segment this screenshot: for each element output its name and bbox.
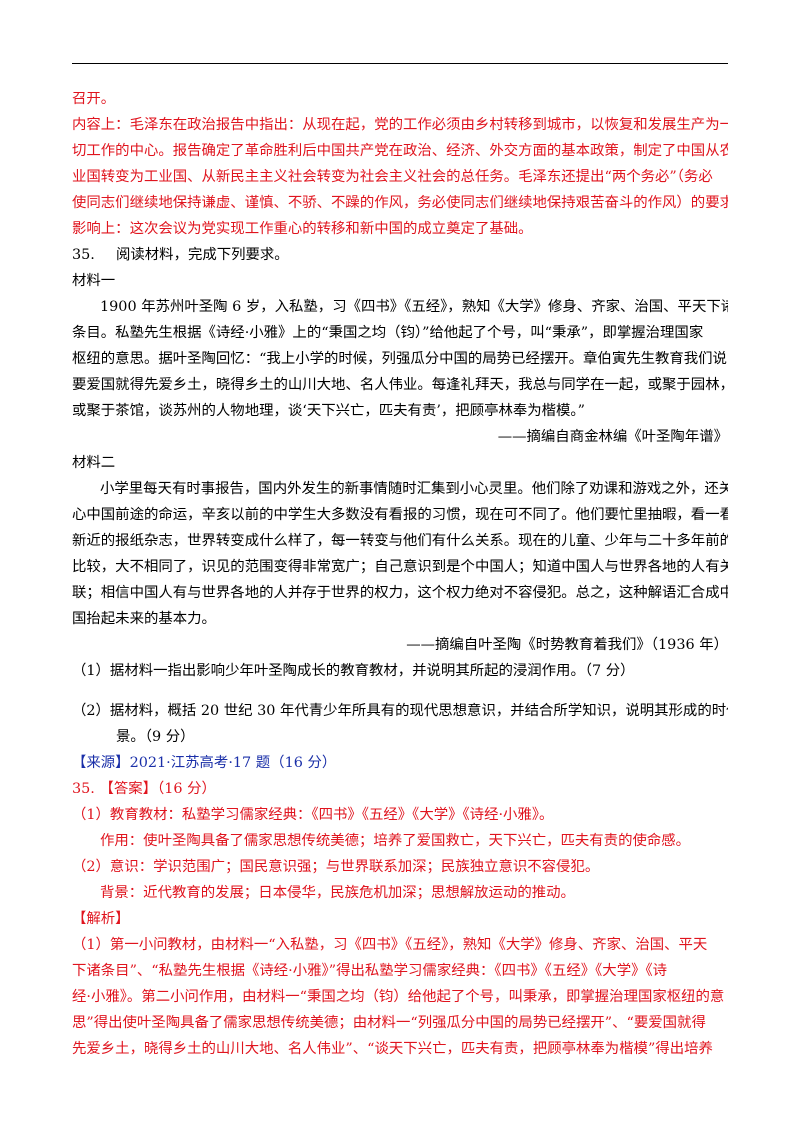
- header-rule: [72, 63, 728, 64]
- material2-line: 小学里每天有时事报告，国内外发生的新事情随时汇集到小心灵里。他们除了劝课和游戏之…: [100, 481, 728, 497]
- material1-line: 枢纽的意思。据叶圣陶回忆：“我上小学的时候，列强瓜分中国的局势已经摆开。章伯寅先…: [72, 351, 728, 367]
- material2-source: ——摘编自叶圣陶《时势教育着我们》（1936 年）: [406, 637, 728, 653]
- text-line: 内容上：毛泽东在政治报告中指出：从现在起，党的工作必须由乡村转移到城市，以恢复和…: [72, 117, 728, 133]
- text-line: 切工作的中心。报告确定了革命胜利后中国共产党在政治、经济、外交方面的基本政策，制…: [72, 143, 728, 159]
- question-number: 35.: [72, 247, 95, 263]
- previous-answer-block: 召开。 内容上：毛泽东在政治报告中指出：从现在起，党的工作必须由乡村转移到城市，…: [72, 86, 728, 242]
- analysis-line: 经·小雅》。第二小问作用，由材料一“秉国之均（钧）给他起了个号，叫秉承，即掌握治…: [72, 989, 725, 1005]
- analysis-header: 【解析】: [72, 911, 130, 927]
- question-stem: 35. 阅读材料，完成下列要求。: [72, 242, 728, 268]
- material1-source: ——摘编自商金林编《叶圣陶年谱》: [497, 429, 728, 445]
- source-line: 【来源】2021·江苏高考·17 题（16 分）: [72, 755, 337, 771]
- sub-question-2-cont: 景。（9 分）: [116, 729, 195, 745]
- material1-line: 条目。私塾先生根据《诗经·小雅》上的“秉国之均（钧）”给他起了个号，叫“秉承”，…: [72, 325, 704, 341]
- material1-line: 1900 年苏州叶圣陶 6 岁，入私塾，习《四书》《五经》，熟知《大学》修身、齐…: [100, 299, 728, 315]
- analysis-line: （1）第一小问教材，由材料一“入私塾，习《四书》《五经》，熟知《大学》修身、齐家…: [72, 937, 708, 953]
- material1-label: 材料一: [72, 273, 116, 289]
- material2-line: 心中国前途的命运，辛亥以前的中学生大多数没有看报的习惯，现在可不同了。他们要忙里…: [72, 507, 728, 523]
- analysis-block: 【解析】 （1）第一小问教材，由材料一“入私塾，习《四书》《五经》，熟知《大学》…: [72, 906, 728, 1062]
- material2-line: 比较，大不相同了，识见的范围变得非常宽广；自己意识到是个中国人；知道中国人与世界…: [72, 559, 728, 575]
- sub-question-1: （1）据材料一指出影响少年叶圣陶成长的教育教材，并说明其所起的浸润作用。（7 分…: [72, 663, 635, 679]
- text-line: 使同志们继续地保持谦虚、谨慎、不骄、不躁的作风，务必使同志们继续地保持艰苦奋斗的…: [72, 195, 728, 211]
- answer-block: 35. 【答案】（16 分） （1）教育教材：私塾学习儒家经典：《四书》《五经》…: [72, 776, 728, 906]
- analysis-line: 先爱乡土，晓得乡土的山川大地、名人伟业”、“谈天下兴亡，匹夫有责，把顾亭林奉为楷…: [72, 1041, 713, 1057]
- answer-line: （1）教育教材：私塾学习儒家经典：《四书》《五经》《大学》《诗经·小雅》。: [72, 807, 554, 823]
- analysis-line: 下诸条目”、“私塾先生根据《诗经·小雅》”得出私塾学习儒家经典：《四书》《五经》…: [72, 963, 668, 979]
- material2-line: 联；相信中国人有与世界各地的人并存于世界的权力，这个权力绝对不容侵犯。总之，这种…: [72, 585, 728, 601]
- document-page: 召开。 内容上：毛泽东在政治报告中指出：从现在起，党的工作必须由乡村转移到城市，…: [72, 86, 728, 1062]
- material1-line: 或聚于茶馆，谈苏州的人物地理，谈‘天下兴亡，匹夫有责’，把顾亭林奉为楷模。”: [72, 403, 585, 419]
- material2-line: 新近的报纸杂志，世界转变成什么样了，每一转变与他们有什么关系。现在的儿童、少年与…: [72, 533, 728, 549]
- text-line: 业国转变为工业国、从新民主主义社会转变为社会主义社会的总任务。毛泽东还提出“两个…: [72, 169, 713, 185]
- question-instruction: 阅读材料，完成下列要求。: [116, 247, 289, 263]
- sub-question-2: （2）据材料，概括 20 世纪 30 年代青少年所具有的现代思想意识，并结合所学…: [72, 703, 728, 719]
- material2-line: 国抬起未来的基本力。: [72, 611, 216, 627]
- material2-label: 材料二: [72, 455, 116, 471]
- answer-line: 作用：使叶圣陶具备了儒家思想传统美德；培养了爱国救亡，天下兴亡，匹夫有责的使命感…: [100, 833, 691, 849]
- material1-line: 要爱国就得先爱乡土，晓得乡土的山川大地、名人伟业。每逢礼拜天，我总与同学在一起，…: [72, 377, 728, 393]
- question-35: 35. 阅读材料，完成下列要求。 材料一 1900 年苏州叶圣陶 6 岁，入私塾，…: [72, 242, 728, 750]
- text-line: 召开。: [72, 91, 116, 107]
- answer-line: （2）意识：学识范围广；国民意识强；与世界联系加深；民族独立意识不容侵犯。: [72, 859, 600, 875]
- answer-header: 35. 【答案】（16 分）: [72, 781, 216, 797]
- answer-line: 背景：近代教育的发展；日本侵华，民族危机加深；思想解放运动的推动。: [100, 885, 575, 901]
- analysis-line: 思”得出使叶圣陶具备了儒家思想传统美德；由材料一“列强瓜分中国的局势已经摆开”、…: [72, 1015, 706, 1031]
- text-line: 影响上：这次会议为党实现工作重心的转移和新中国的成立奠定了基础。: [72, 221, 533, 237]
